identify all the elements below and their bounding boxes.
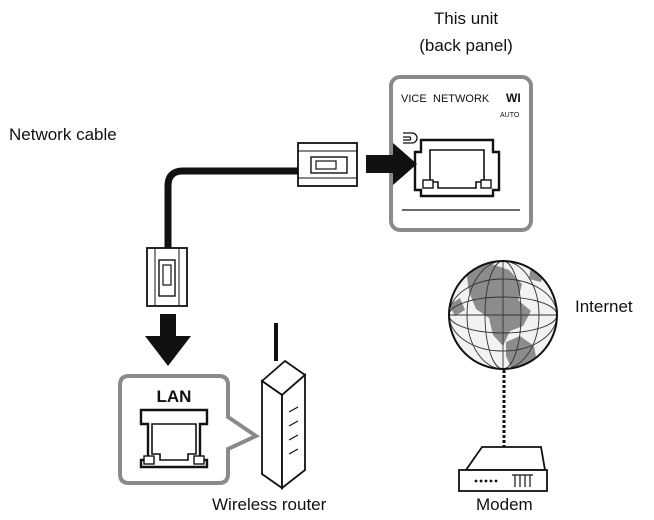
- unit-caption-line2: (back panel): [419, 36, 513, 55]
- wireless-router: [260, 323, 307, 490]
- wireless-router-label: Wireless router: [212, 495, 327, 514]
- back-panel-network-label: NETWORK: [433, 93, 490, 105]
- cable-plug-horizontal: [297, 142, 358, 187]
- back-panel: VICE NETWORK WI AUTO: [389, 75, 533, 232]
- cable-plug-vertical: [146, 247, 188, 307]
- back-panel-left-label: VICE: [401, 93, 427, 105]
- modem-label: Modem: [476, 495, 533, 514]
- unit-caption-line1: This unit: [433, 9, 499, 28]
- modem: [458, 446, 548, 492]
- internet-label: Internet: [575, 297, 633, 316]
- lan-port-callout: LAN: [118, 374, 261, 485]
- network-icon: [403, 132, 418, 144]
- arrow-down-icon: [145, 314, 191, 366]
- lan-port-label: LAN: [157, 387, 192, 406]
- network-port[interactable]: [413, 138, 501, 198]
- network-cable-label: Network cable: [9, 125, 117, 144]
- back-panel-auto-label: AUTO: [500, 112, 520, 119]
- unit-caption: This unit (back panel): [381, 8, 551, 56]
- lan-port[interactable]: [139, 408, 209, 469]
- globe-icon: [448, 260, 558, 370]
- arrow-right-icon: [366, 143, 417, 185]
- network-cable: [146, 142, 358, 307]
- back-panel-right-label: WI: [506, 91, 521, 105]
